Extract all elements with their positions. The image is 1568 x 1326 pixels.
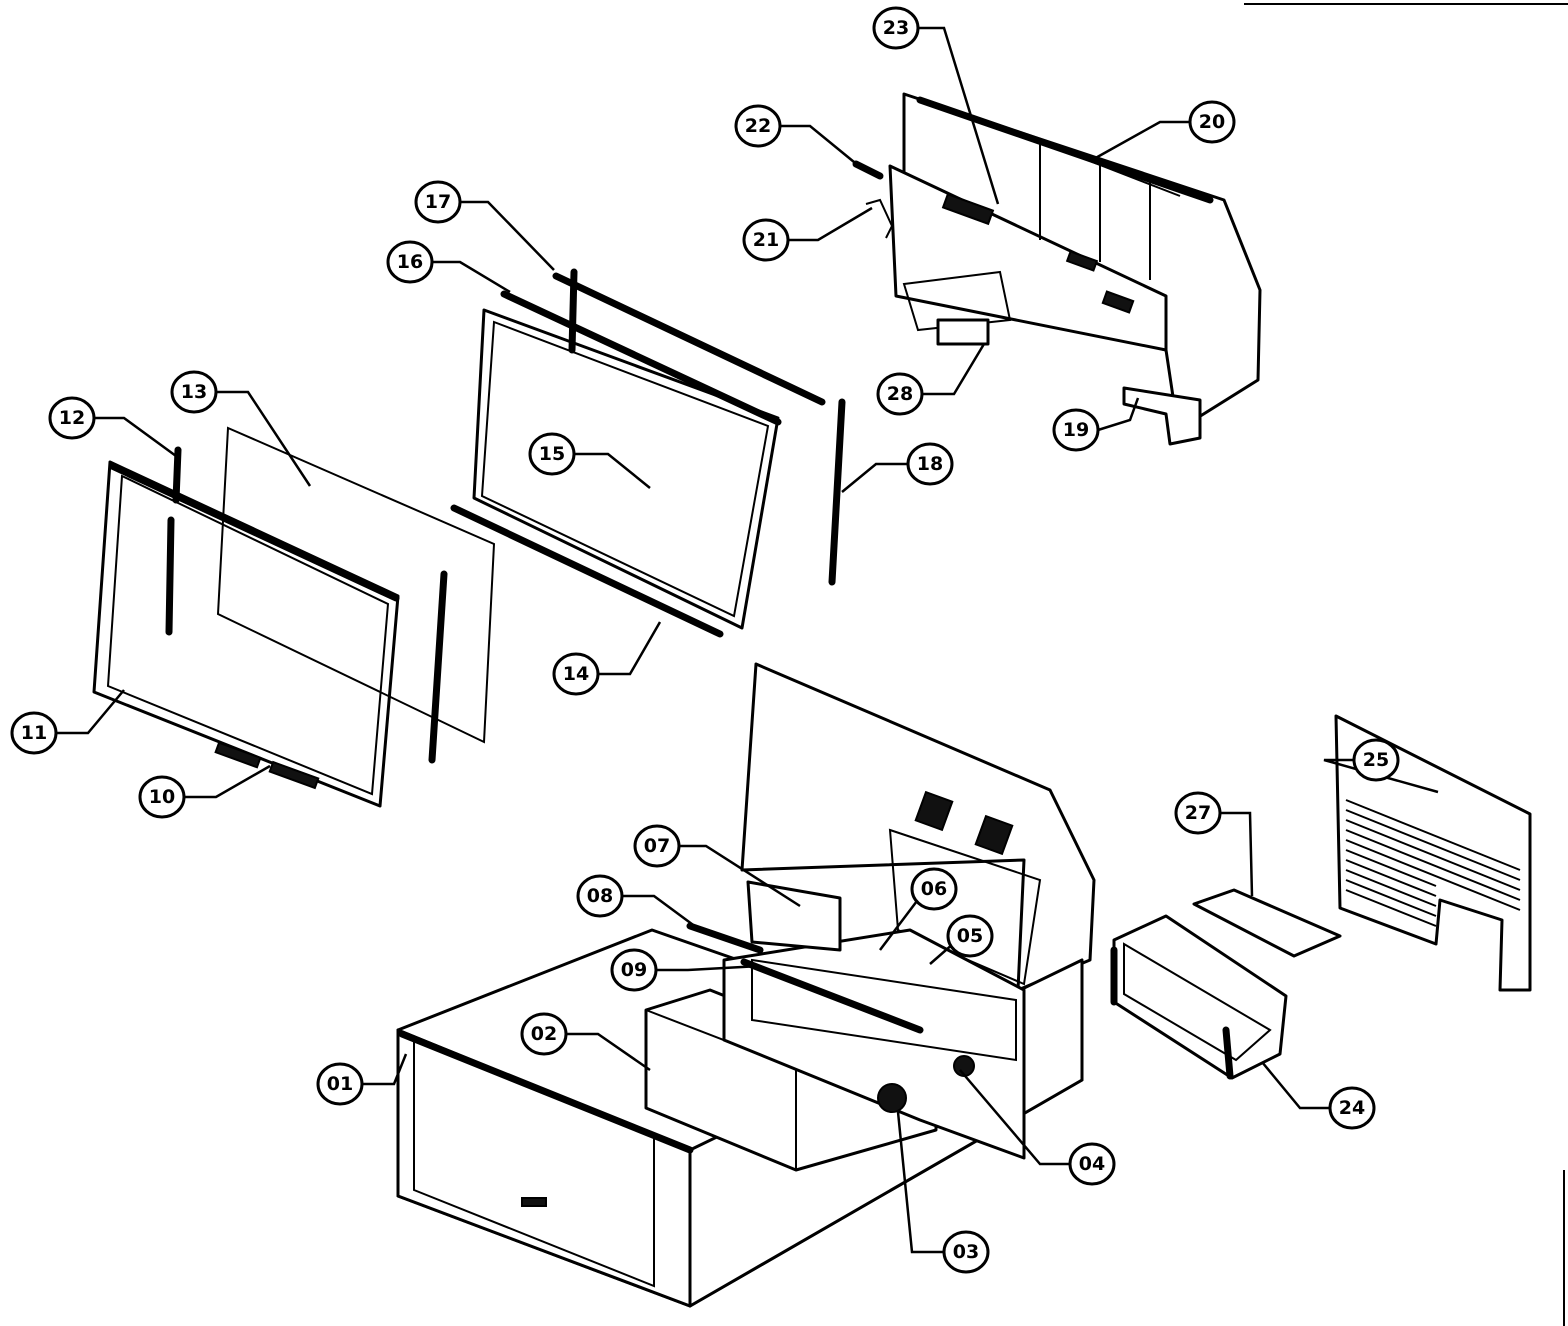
part-16-17-top-strips: [500, 268, 826, 426]
callout-label: 13: [181, 381, 207, 403]
callout-label: 05: [957, 925, 983, 947]
callout-11: 11: [10, 711, 58, 755]
callout-label: 16: [397, 251, 423, 273]
callout-label: 15: [539, 443, 565, 465]
callout-17: 17: [414, 180, 462, 224]
callout-03: 03: [942, 1230, 990, 1274]
callout-label: 24: [1339, 1097, 1365, 1119]
callout-08: 08: [576, 874, 624, 918]
callout-label: 06: [921, 878, 947, 900]
callout-label: 08: [587, 885, 613, 907]
part-02-inner-box: [644, 988, 938, 1172]
callout-label: 01: [327, 1073, 353, 1095]
callout-15: 15: [528, 432, 576, 476]
callout-19: 19: [1052, 408, 1100, 452]
callout-16: 16: [386, 240, 434, 284]
callout-22: 22: [734, 104, 782, 148]
part-strip-right: [428, 570, 448, 764]
callout-06: 06: [910, 867, 958, 911]
part-13-screen-sheet: [216, 426, 496, 744]
callout-label: 10: [149, 786, 175, 808]
callout-label: 12: [59, 407, 85, 429]
callout-label: 11: [21, 722, 47, 744]
callout-label: 25: [1363, 749, 1389, 771]
callout-01: 01: [316, 1062, 364, 1106]
part-19-bracket: [1122, 386, 1202, 446]
callout-09: 09: [610, 948, 658, 992]
part-main-cabinet-upper: [740, 662, 1096, 992]
callout-label: 23: [883, 17, 909, 39]
part-07-08-09-brackets: [686, 880, 924, 1034]
callout-05: 05: [946, 914, 994, 958]
part-11-front-bezel: [92, 460, 400, 808]
callout-04: 04: [1068, 1142, 1116, 1186]
part-25-rear-cover: [1334, 714, 1532, 992]
callout-label: 02: [531, 1023, 557, 1045]
part-21-22-fasteners: [852, 160, 894, 239]
callout-label: 04: [1079, 1153, 1105, 1175]
callout-23: 23: [872, 6, 920, 50]
callout-label: 20: [1199, 111, 1225, 133]
callout-label: 07: [644, 835, 670, 857]
callout-24: 24: [1328, 1086, 1376, 1130]
callout-07: 07: [633, 824, 681, 868]
part-18-vertical-strip: [828, 398, 846, 586]
callout-label: 18: [917, 453, 943, 475]
callout-21: 21: [742, 218, 790, 262]
callout-label: 09: [621, 959, 647, 981]
part-24-module-block: [1110, 914, 1288, 1080]
callout-label: 28: [887, 383, 913, 405]
callout-18: 18: [906, 442, 954, 486]
callout-20: 20: [1188, 100, 1236, 144]
callout-14: 14: [552, 652, 600, 696]
callout-label: 22: [745, 115, 771, 137]
callout-label: 19: [1063, 419, 1089, 441]
callout-label: 27: [1185, 802, 1211, 824]
part-10-control-buttons: [214, 741, 320, 790]
part-12-side-strip: [172, 446, 182, 504]
vent-grille: [1345, 799, 1521, 927]
part-28-bracket: [936, 318, 990, 346]
callout-label: 21: [753, 229, 779, 251]
callout-label: 03: [953, 1241, 979, 1263]
callout-10: 10: [138, 775, 186, 819]
callout-label: 14: [563, 663, 589, 685]
part-20-rear-cabinet: [888, 92, 1262, 432]
callout-13: 13: [170, 370, 218, 414]
callout-label: 17: [425, 191, 451, 213]
callout-28: 28: [876, 372, 924, 416]
part-27-plate: [1192, 888, 1342, 958]
callout-25: 25: [1352, 738, 1400, 782]
callout-12: 12: [48, 396, 96, 440]
callout-27: 27: [1174, 791, 1222, 835]
callout-02: 02: [520, 1012, 568, 1056]
part-14-bottom-strip: [450, 504, 724, 638]
